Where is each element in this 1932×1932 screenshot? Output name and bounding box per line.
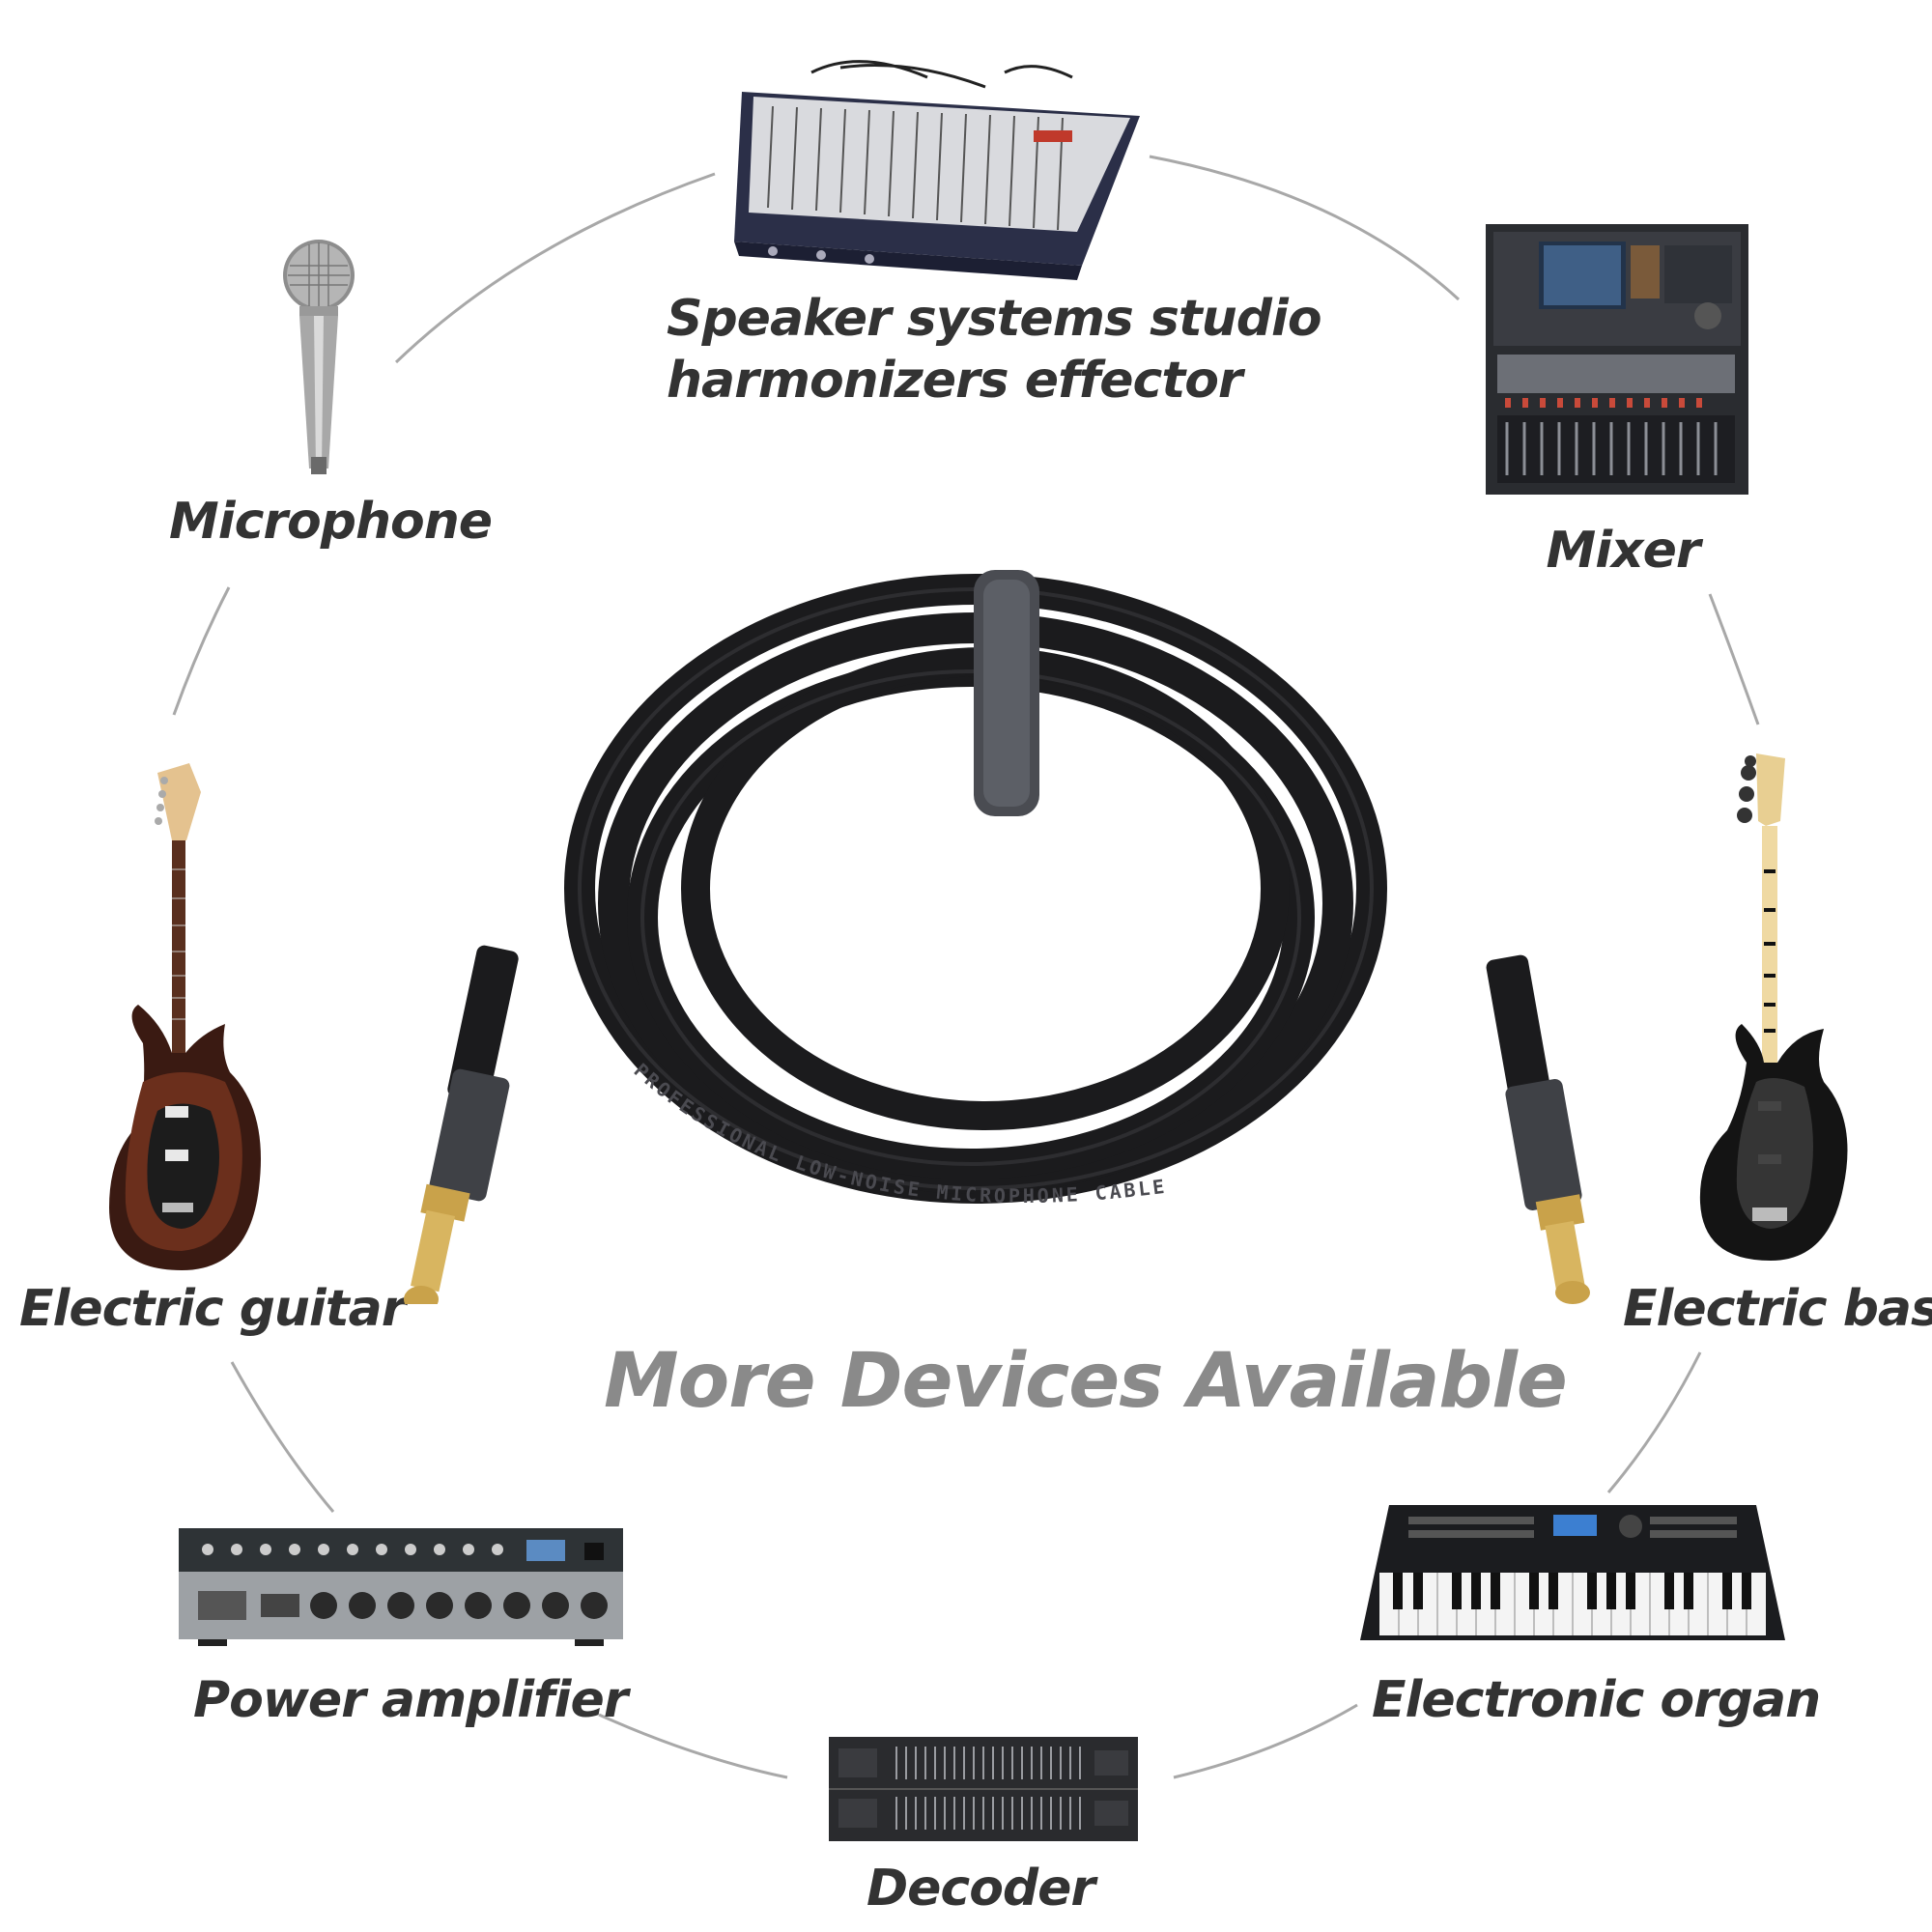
mixing-console-icon [734,60,1140,280]
more-devices-headline: More Devices Available [604,1338,1568,1425]
arc-bottom-left [598,1713,788,1779]
arc-left-lower [230,1361,335,1513]
digital-mixer-icon [1486,224,1748,495]
electronic-organ-label: Electronic organ [1372,1671,1821,1729]
equalizer-rack-icon [829,1737,1138,1841]
power-amplifier-label: Power amplifier [193,1671,628,1729]
left-plug-icon [404,945,519,1304]
electric-guitar-icon [109,763,261,1270]
right-plug-icon [1486,954,1590,1304]
speaker-systems-label: Speaker systems studio harmonizers effec… [667,290,1322,410]
arc-top-right [1149,155,1461,301]
speaker-label-line-2: harmonizers effector [667,352,1243,410]
microphone-label: Microphone [169,493,493,551]
electric-guitar-label: Electric guitar [19,1280,406,1338]
power-amplifier-icon [179,1528,623,1646]
audio-cable-icon: PROFESSIONAL LOW-NOISE MICROPHONE CABLE [404,570,1590,1304]
speaker-label-line-1: Speaker systems studio [667,290,1322,348]
electric-bass-label: Electric bass [1623,1280,1932,1338]
arc-bottom-right [1173,1703,1358,1779]
arc-top-left [394,172,716,364]
microphone-icon [283,240,355,474]
decoder-label: Decoder [866,1860,1095,1918]
mixer-label: Mixer [1546,522,1700,580]
electric-bass-icon [1699,753,1848,1261]
arc-left-upper [172,586,231,716]
keyboard-icon [1360,1505,1785,1640]
arc-right-lower [1606,1351,1702,1493]
arc-right-upper [1708,593,1760,725]
